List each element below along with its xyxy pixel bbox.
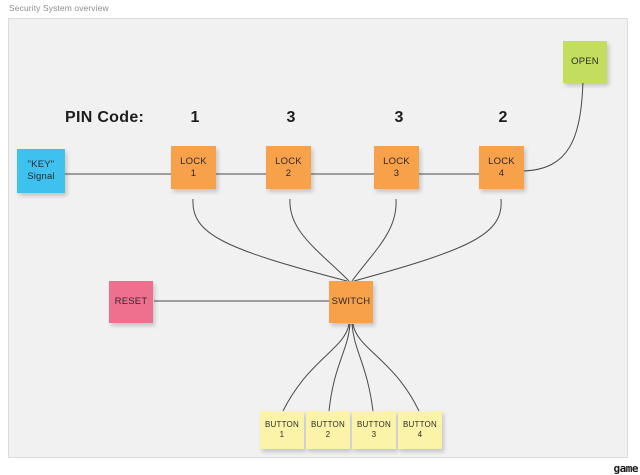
- node-lock-3[interactable]: LOCK 3: [374, 146, 419, 189]
- node-lock-2-index: 2: [285, 167, 292, 179]
- node-lock-4[interactable]: LOCK 4: [479, 146, 524, 189]
- node-button-2[interactable]: BUTTON 2: [306, 411, 350, 449]
- game-watermark: game: [613, 462, 639, 475]
- pin-digit-1: 1: [190, 109, 200, 126]
- edge-switch-button4: [352, 323, 420, 412]
- node-lock-4-title: LOCK: [488, 155, 515, 167]
- node-button-3-title: BUTTON: [357, 419, 391, 429]
- pin-digit-4: 2: [498, 109, 508, 126]
- edge-lock2-switch: [289, 198, 350, 282]
- node-lock-1-title: LOCK: [180, 155, 207, 167]
- node-open[interactable]: OPEN: [563, 41, 607, 83]
- node-button-2-title: BUTTON: [311, 419, 345, 429]
- diagram-caption: Security System overview: [9, 3, 109, 13]
- edge-switch-button2: [328, 323, 351, 412]
- node-button-4[interactable]: BUTTON 4: [398, 411, 442, 449]
- pin-digit-3: 3: [394, 109, 404, 126]
- pin-code-label: PIN Code:: [65, 109, 145, 126]
- edge-lock3-switch: [351, 198, 397, 282]
- node-button-3-index: 3: [371, 430, 377, 439]
- edge-switch-button3: [351, 323, 374, 412]
- edge-lock4-open: [523, 80, 584, 172]
- node-lock-2[interactable]: LOCK 2: [266, 146, 311, 189]
- node-lock-2-title: LOCK: [275, 155, 302, 167]
- node-button-1-title: BUTTON: [265, 419, 299, 429]
- node-lock-3-index: 3: [393, 167, 400, 179]
- node-lock-4-index: 4: [498, 167, 505, 179]
- node-button-4-title: BUTTON: [403, 419, 437, 429]
- node-switch-label: SWITCH: [331, 296, 371, 307]
- node-reset[interactable]: RESET: [109, 281, 153, 323]
- node-lock-1-index: 1: [190, 167, 197, 179]
- node-lock-3-title: LOCK: [383, 155, 410, 167]
- node-button-2-index: 2: [325, 430, 331, 439]
- node-open-label: OPEN: [571, 56, 599, 67]
- node-button-1-index: 1: [279, 430, 285, 439]
- pin-digit-2: 3: [286, 109, 296, 126]
- node-switch[interactable]: SWITCH: [329, 281, 373, 323]
- edge-layer: [65, 80, 584, 412]
- edge-lock1-switch: [192, 198, 348, 282]
- node-reset-label: RESET: [114, 296, 148, 307]
- node-lock-1[interactable]: LOCK 1: [171, 146, 216, 189]
- node-key-line2: Signal: [27, 171, 55, 182]
- edge-lock4-switch: [353, 198, 502, 282]
- node-key-signal[interactable]: "KEY" Signal: [17, 149, 65, 193]
- node-key-line1: "KEY": [27, 159, 55, 170]
- node-button-1[interactable]: BUTTON 1: [260, 411, 304, 449]
- node-button-4-index: 4: [417, 430, 423, 439]
- node-button-3[interactable]: BUTTON 3: [352, 411, 396, 449]
- edge-switch-button1: [282, 323, 350, 412]
- diagram-canvas[interactable]: PIN Code: 1 3 3 2 OPEN "KEY" Signal LOCK…: [8, 18, 628, 458]
